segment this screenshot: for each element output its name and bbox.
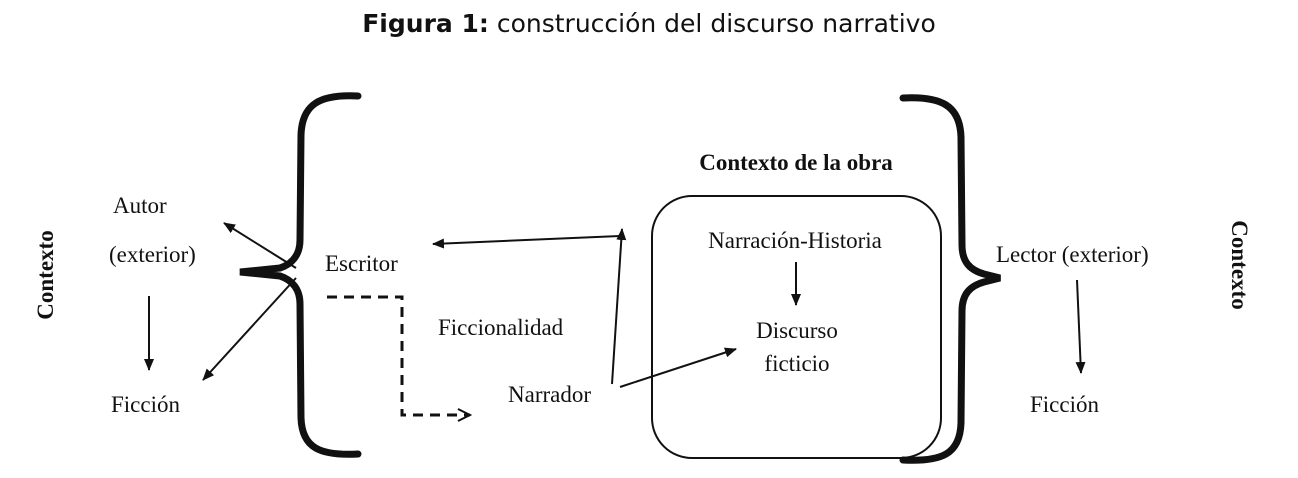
autor-label: Autor — [113, 193, 167, 218]
work-context-title: Contexto de la obra — [699, 150, 893, 175]
narracion-historia-label: Narración-Historia — [708, 228, 882, 253]
right-brace — [899, 94, 1001, 464]
figure-caption: Figura 1: construcción del discurso narr… — [0, 4, 1298, 44]
arrow-to-escritor — [432, 235, 621, 249]
work-context-box — [651, 195, 942, 459]
arrow-narrador-up — [611, 228, 627, 385]
ficcion-left-label: Ficción — [111, 392, 180, 417]
dashed-arrow-escritor-narrador — [327, 295, 470, 415]
discurso-label: Discurso — [756, 318, 838, 343]
arrow-narrador-discurso — [619, 347, 737, 388]
figure-number: Figura 1: — [362, 9, 489, 38]
context-right-label: Contexto — [1227, 220, 1252, 309]
ficcion-right-label: Ficción — [1030, 392, 1099, 417]
ficcionalidad-label: Ficcionalidad — [438, 315, 564, 340]
autor-exterior-label: (exterior) — [109, 242, 196, 267]
arrow-to-autor — [223, 222, 297, 269]
narrador-label: Narrador — [508, 382, 591, 407]
ficticio-label: ficticio — [764, 351, 829, 376]
lector-label: Lector (exterior) — [996, 242, 1149, 267]
figure-title: construcción del discurso narrativo — [496, 9, 936, 38]
arrow-lector-ficcion — [1075, 279, 1086, 374]
left-brace — [239, 92, 362, 458]
arrow-to-ficcion-left — [202, 277, 297, 381]
context-left-label: Contexto — [33, 230, 58, 319]
escritor-label: Escritor — [325, 251, 398, 276]
